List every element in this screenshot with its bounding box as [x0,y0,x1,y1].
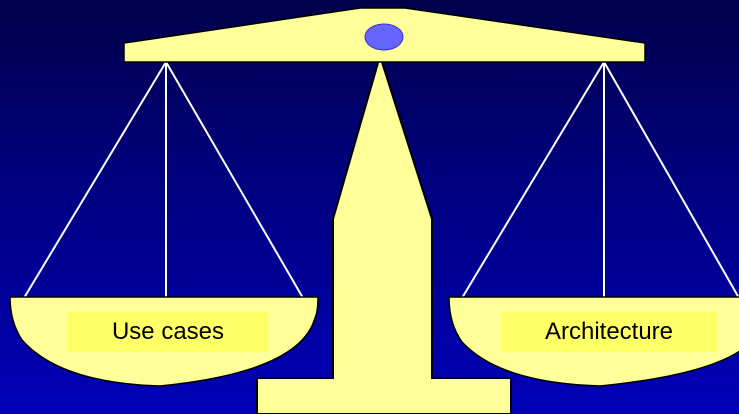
pivot-ellipse [365,24,403,50]
left-pan-strings [24,62,303,300]
right-pan-label: Architecture [501,312,717,352]
scale-stand [257,56,511,414]
right-pan-strings [462,62,739,300]
left-pan-label: Use cases [68,312,268,352]
